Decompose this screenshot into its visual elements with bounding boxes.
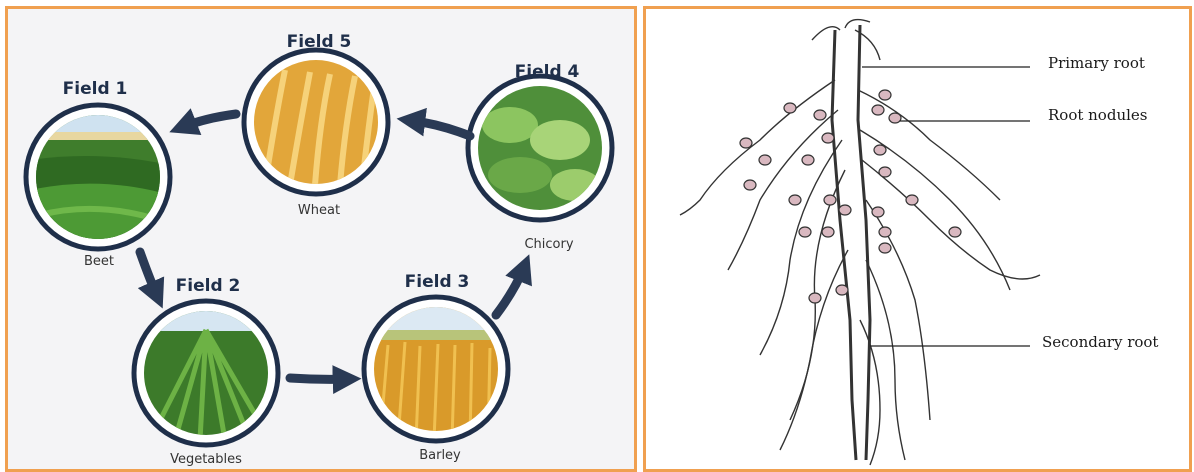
field-5-title: Field 5 [287,32,352,52]
secondary-root-label: Secondary root [1042,333,1158,351]
field-1-title: Field 1 [63,79,128,99]
field-4-title: Field 4 [515,62,580,82]
root-nodules-label: Root nodules [1048,106,1147,124]
field-4-node: Field 4 Chicory [468,62,612,252]
arrow-field2-to-field3 [290,378,350,379]
field-3-title: Field 3 [405,272,470,292]
root-nodules [740,90,961,303]
arrow-field3-to-field4 [496,265,525,315]
field-1-node: Field 1 Beet [26,79,170,269]
field-1-crop: Beet [84,254,114,269]
field-2-node: Field 2 Vegetables [134,276,280,467]
field-5-node: Field 5 Wheat [244,32,390,218]
field-4-crop: Chicory [524,237,573,252]
field-3-node: Field 3 Barley [364,272,510,463]
arrow-field5-to-field1 [180,114,236,128]
arrow-field4-to-field5 [408,120,470,136]
field-2-title: Field 2 [176,276,241,296]
primary-root-label: Primary root [1048,54,1145,72]
field-2-crop: Vegetables [170,452,242,467]
field-5-crop: Wheat [298,203,340,218]
root-system-drawing [680,20,1040,465]
field-3-crop: Barley [419,448,461,463]
arrow-field1-to-field2 [140,252,158,298]
